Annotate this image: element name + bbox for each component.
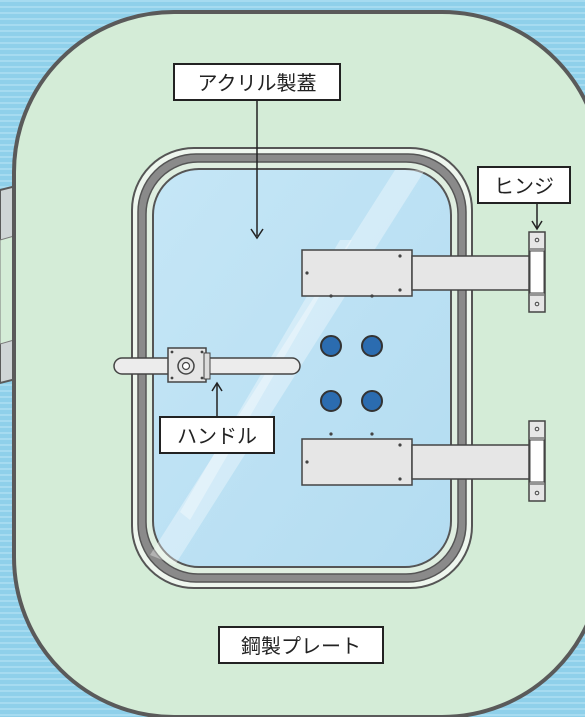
hinge-icon — [528, 231, 546, 313]
callout-steel-plate: 鋼製プレート — [218, 626, 384, 664]
callout-hinge: ヒンジ — [477, 166, 571, 231]
hinge-icon — [528, 420, 546, 502]
label-handle: ハンドル — [177, 424, 257, 448]
label-acrylic-lid: アクリル製蓋 — [198, 71, 317, 95]
handle-icon — [113, 347, 301, 383]
bolt-icon — [320, 335, 383, 412]
callout-acrylic-lid: アクリル製蓋 — [173, 63, 341, 240]
hinge-upper — [301, 231, 546, 313]
hinge-lower — [301, 420, 546, 502]
label-hinge: ヒンジ — [494, 174, 554, 198]
label-steel-plate: 鋼製プレート — [241, 634, 361, 658]
callout-handle: ハンドル — [159, 381, 275, 454]
